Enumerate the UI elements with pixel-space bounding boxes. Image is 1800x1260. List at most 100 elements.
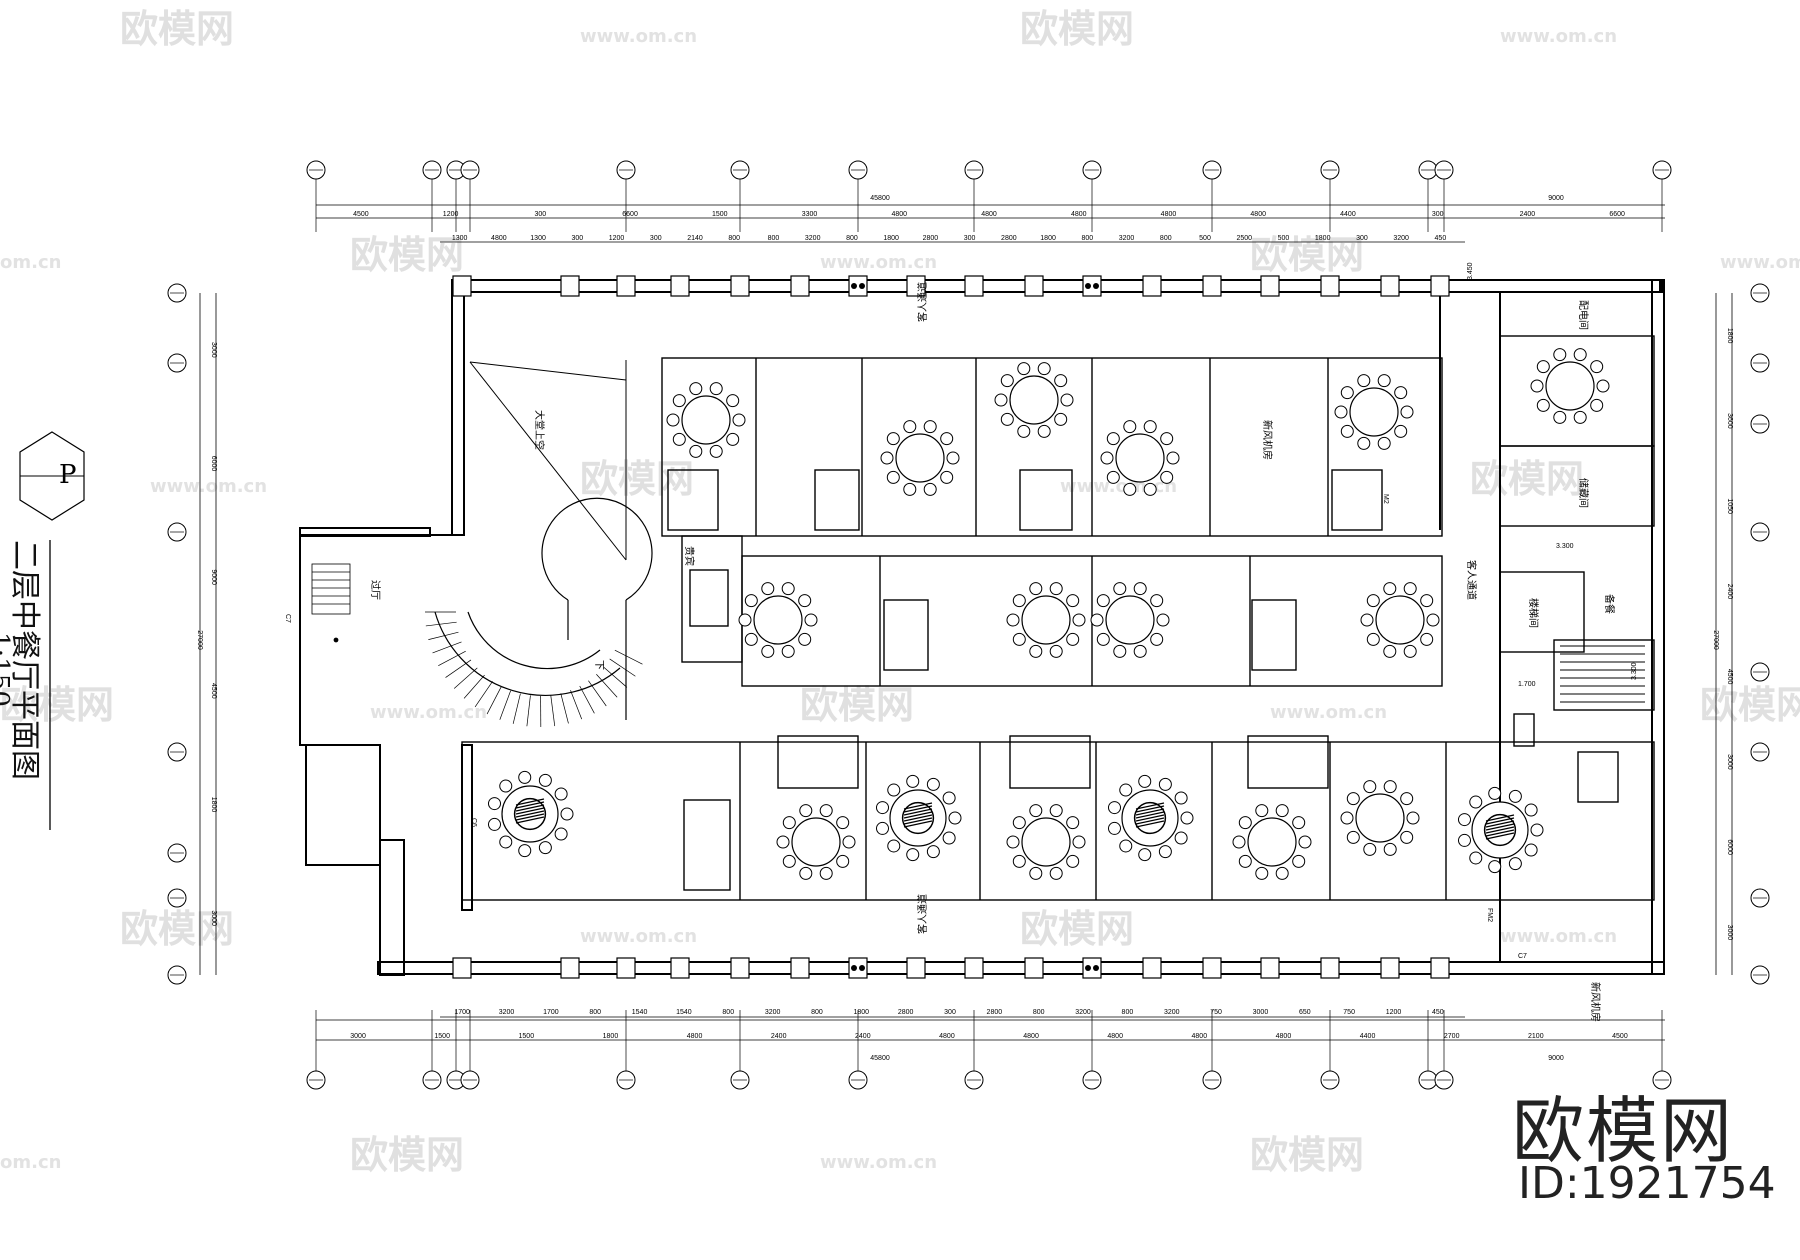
- table-hatch: [1135, 820, 1165, 828]
- chair: [1158, 845, 1172, 859]
- chair: [1469, 795, 1483, 809]
- chair: [1298, 835, 1312, 849]
- dimension-value: 9000: [210, 569, 217, 585]
- column: [1082, 957, 1102, 979]
- chair: [1524, 843, 1538, 857]
- chair: [1383, 842, 1397, 856]
- chair: [1457, 813, 1471, 827]
- dimension-value: 1050: [1726, 498, 1733, 514]
- dimension-value: 800: [1081, 235, 1093, 242]
- lazy-susan: [513, 797, 547, 831]
- stair-tread: [579, 685, 595, 714]
- stair-tread: [432, 641, 462, 654]
- chair: [1590, 398, 1604, 412]
- dimension-value: 300: [944, 1009, 956, 1016]
- dimension-value: 6000: [210, 456, 217, 472]
- chair: [1530, 823, 1544, 837]
- chair: [554, 787, 568, 801]
- chair: [538, 773, 552, 787]
- chair: [666, 413, 680, 427]
- table-hatch: [903, 805, 933, 813]
- hall-label: 过厅: [369, 580, 382, 600]
- dimension-value: 1200: [1386, 1009, 1402, 1016]
- column: [1430, 957, 1450, 979]
- chair: [836, 816, 850, 830]
- column: [1082, 275, 1102, 297]
- dimension-value: 3200: [1393, 235, 1409, 242]
- chair: [689, 444, 703, 458]
- chair: [1590, 360, 1604, 374]
- table-hatch: [903, 820, 933, 828]
- chair: [1096, 632, 1110, 646]
- column: [452, 957, 472, 979]
- chair: [1524, 803, 1538, 817]
- chair: [906, 774, 920, 788]
- table-hatch: [515, 807, 545, 815]
- stair-tread: [425, 621, 457, 627]
- chair: [518, 844, 532, 858]
- dimension-total: 45800: [870, 195, 890, 202]
- chair: [487, 817, 501, 831]
- chair: [1138, 848, 1152, 862]
- fresh-air-top-label: 新风机房: [1261, 420, 1274, 460]
- chair: [1596, 379, 1610, 393]
- chair: [1012, 632, 1026, 646]
- column: [906, 957, 926, 979]
- chair: [1138, 774, 1152, 788]
- pantry-label: 备餐: [1603, 594, 1616, 614]
- lobby-void: [469, 360, 627, 561]
- chair: [923, 482, 937, 496]
- dimension-value: 3600: [1726, 413, 1733, 429]
- dimension-value: 1300: [452, 235, 468, 242]
- chair: [1366, 632, 1380, 646]
- dimension-value: 2400: [1726, 584, 1733, 600]
- stair-tread: [463, 674, 485, 699]
- chair: [1119, 783, 1133, 797]
- column: [1142, 957, 1162, 979]
- dimension-value: 1540: [676, 1009, 692, 1016]
- dimension-value: 1500: [712, 211, 728, 218]
- chair: [926, 845, 940, 859]
- chair: [875, 821, 889, 835]
- column-dot: [1093, 965, 1099, 971]
- drawing-scale: 1:150: [0, 632, 14, 707]
- table-hatch: [1485, 817, 1515, 825]
- dimension-total: 27000: [196, 630, 203, 650]
- dimension-value: 2700: [1444, 1033, 1460, 1040]
- dimension-value: 1800: [854, 1009, 870, 1016]
- round-table: [1115, 433, 1165, 483]
- dimension-lines: [199, 204, 1733, 1041]
- chair: [1143, 420, 1157, 434]
- marker-c7b: C7: [1518, 953, 1527, 960]
- table-hatch: [1135, 817, 1165, 825]
- chair: [1160, 432, 1174, 446]
- watermark-url: www.om.cn: [150, 476, 267, 497]
- chair: [1123, 482, 1137, 496]
- chair: [946, 451, 960, 465]
- chair: [672, 394, 686, 408]
- dimension-value: 4400: [1340, 211, 1356, 218]
- top-grid-bubbles: [306, 160, 1672, 232]
- dimension-value: 6000: [1726, 839, 1733, 855]
- dimension-value: 6600: [1609, 211, 1625, 218]
- chair: [798, 632, 812, 646]
- column-dot: [851, 965, 857, 971]
- stairs-label: 楼梯间: [1527, 598, 1540, 628]
- watermark-logo: 欧模网: [1020, 7, 1134, 51]
- watermark-url: www.om.cn: [1720, 252, 1800, 273]
- dimension-value: 500: [1199, 235, 1211, 242]
- dimension-value: 800: [1122, 1009, 1134, 1016]
- chair: [1000, 374, 1014, 388]
- round-table: [1355, 793, 1405, 843]
- round-table: [1021, 595, 1071, 645]
- chair: [1029, 582, 1043, 596]
- column: [1380, 275, 1400, 297]
- chair: [940, 432, 954, 446]
- watermark-url: www.om.cn: [820, 1152, 937, 1173]
- watermark-url: www.om.cn: [820, 252, 937, 273]
- chair: [744, 594, 758, 608]
- column: [1320, 957, 1340, 979]
- table-hatch: [515, 801, 545, 809]
- chair: [689, 382, 703, 396]
- chair: [1156, 613, 1170, 627]
